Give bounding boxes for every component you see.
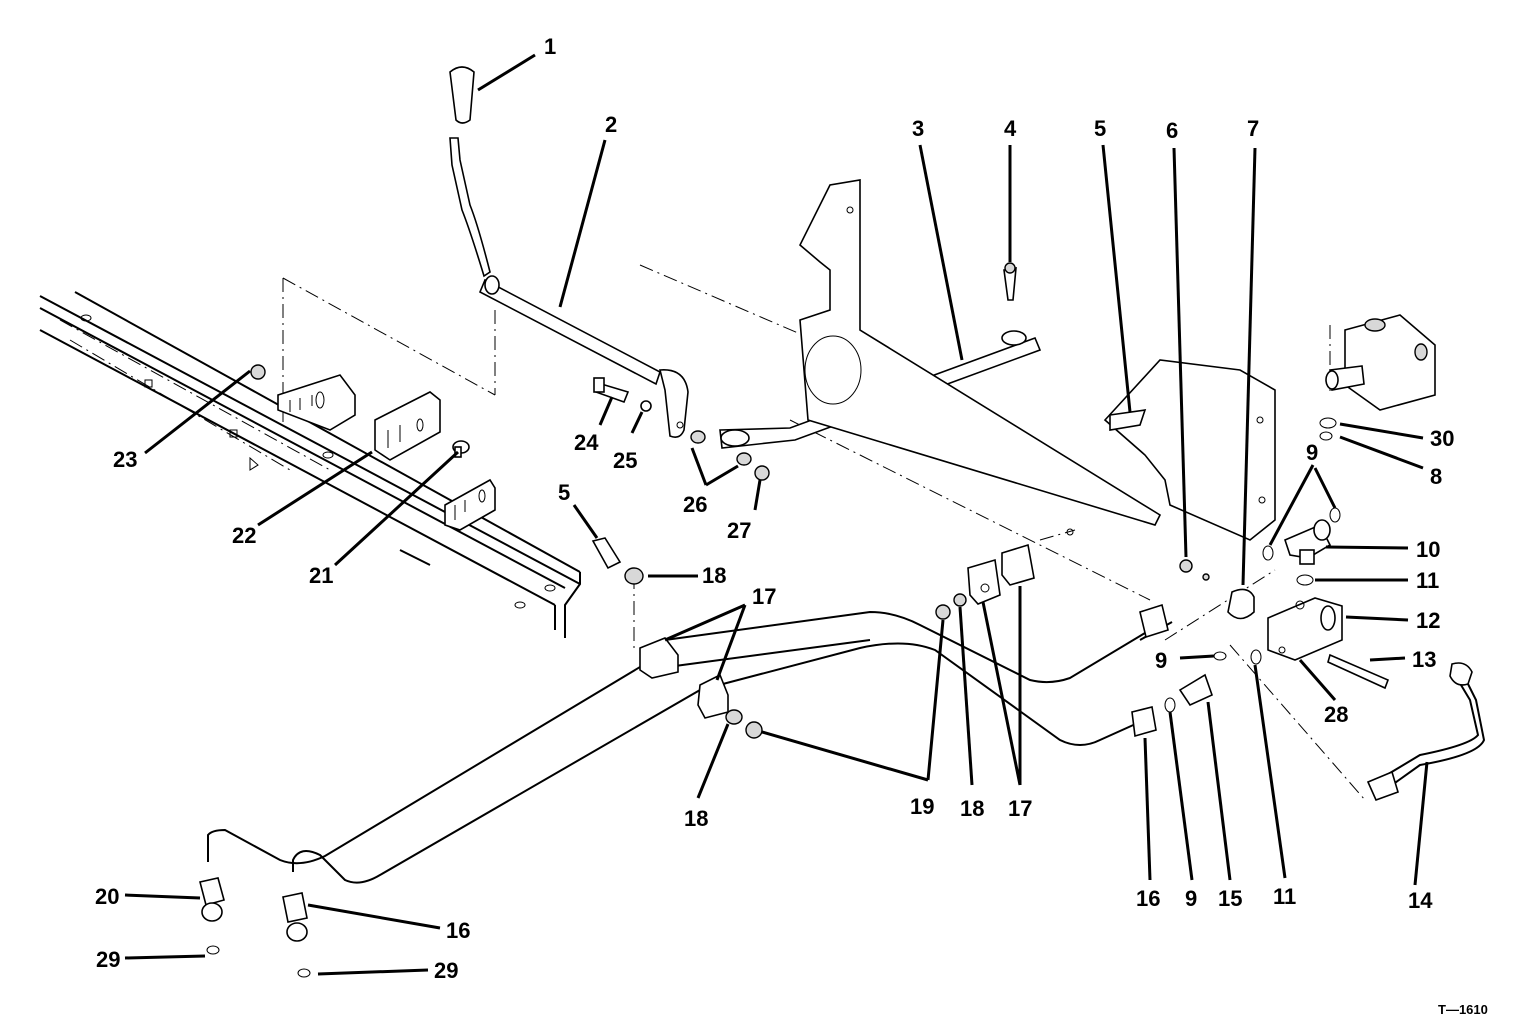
leader-lines bbox=[124, 53, 1429, 976]
callout-17: 17 bbox=[752, 584, 776, 609]
callout-19: 19 bbox=[910, 794, 934, 819]
callout-12: 12 bbox=[1416, 608, 1440, 633]
callout-18: 18 bbox=[684, 806, 708, 831]
callout-18: 18 bbox=[960, 796, 984, 821]
callout-29: 29 bbox=[434, 958, 458, 983]
callout-14: 14 bbox=[1408, 888, 1433, 913]
callout-13: 13 bbox=[1412, 647, 1436, 672]
callout-11: 11 bbox=[1416, 568, 1439, 593]
callout-28: 28 bbox=[1324, 702, 1348, 727]
callout-6: 6 bbox=[1166, 118, 1178, 143]
control-rod bbox=[719, 262, 1042, 449]
callout-16: 16 bbox=[1136, 886, 1160, 911]
callout-4: 4 bbox=[1004, 116, 1017, 141]
callout-9: 9 bbox=[1306, 440, 1318, 465]
callout-5: 5 bbox=[558, 480, 570, 505]
callout-29: 29 bbox=[96, 947, 120, 972]
fittings-right bbox=[1164, 507, 1390, 713]
callout-15: 15 bbox=[1218, 886, 1242, 911]
callout-7: 7 bbox=[1247, 116, 1259, 141]
callout-20: 20 bbox=[95, 884, 119, 909]
callout-3: 3 bbox=[912, 116, 924, 141]
callout-18: 18 bbox=[702, 563, 726, 588]
valve-assembly bbox=[1319, 314, 1436, 441]
callout-1: 1 bbox=[544, 34, 556, 59]
lever-hardware bbox=[593, 377, 770, 481]
figure-id: T—1610 bbox=[1438, 1002, 1488, 1017]
callout-9: 9 bbox=[1155, 648, 1167, 673]
callout-2: 2 bbox=[605, 112, 617, 137]
shift-lever bbox=[449, 66, 689, 438]
bottom-fittings bbox=[199, 877, 311, 978]
callout-10: 10 bbox=[1416, 537, 1440, 562]
callout-labels: 1 2 3 4 5 6 7 30 8 9 10 11 12 13 28 9 14… bbox=[95, 34, 1488, 1017]
callout-8: 8 bbox=[1430, 464, 1442, 489]
tubes bbox=[207, 603, 1486, 884]
tube-clips bbox=[591, 528, 1074, 739]
callout-11: 11 bbox=[1273, 884, 1296, 909]
callout-22: 22 bbox=[232, 523, 256, 548]
callout-27: 27 bbox=[727, 518, 751, 543]
brackets bbox=[799, 179, 1276, 581]
callout-9: 9 bbox=[1185, 886, 1197, 911]
callout-23: 23 bbox=[113, 447, 137, 472]
frame-channel bbox=[39, 291, 581, 638]
callout-21: 21 bbox=[309, 563, 333, 588]
callout-17: 17 bbox=[1008, 796, 1032, 821]
callout-30: 30 bbox=[1430, 426, 1454, 451]
callout-26: 26 bbox=[683, 492, 707, 517]
callout-5: 5 bbox=[1094, 116, 1106, 141]
callout-25: 25 bbox=[613, 448, 637, 473]
callout-24: 24 bbox=[574, 430, 599, 455]
callout-16: 16 bbox=[446, 918, 470, 943]
